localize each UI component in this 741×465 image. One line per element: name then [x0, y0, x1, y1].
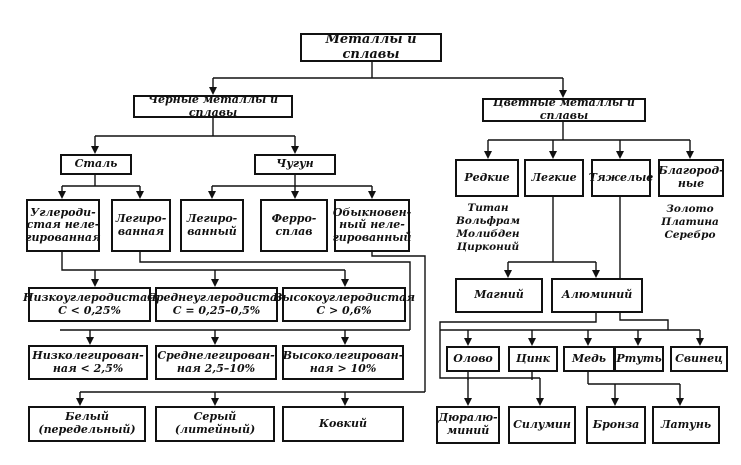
steel-node: Сталь — [60, 154, 132, 175]
noble-metals-list: Золото Платина Серебро — [661, 203, 719, 242]
medium-alloyed-steel-node: Среднелегирован- ная 2,5–10% — [155, 345, 277, 380]
copper-node: Медь — [563, 346, 615, 372]
nonferrous-metals-node: Цветные металлы и сплавы — [482, 97, 646, 122]
white-cast-iron-node: Белый (передельный) — [28, 406, 146, 442]
low-carbon-steel-node: Низкоуглеродистая C < 0,25% — [23, 287, 156, 322]
rare-metals-list: Титан Вольфрам Молибден Цирконий — [455, 202, 521, 254]
light-metals-node: Легкие — [524, 159, 584, 197]
bronze-node: Бронза — [586, 406, 646, 444]
carbon-unalloyed-steel-node: Углероди- стая неле- гированная — [25, 199, 101, 252]
cast-iron-node: Чугун — [254, 154, 336, 175]
ordinary-cast-iron-node: Обыкновен- ный неле- гированный — [333, 199, 411, 252]
silumin-node: Силумин — [508, 406, 576, 444]
rare-metals-node: Редкие — [455, 159, 519, 197]
mercury-node: Ртуть — [614, 346, 664, 372]
high-alloyed-steel-node: Высоколегирован- ная > 10% — [282, 345, 404, 380]
root-metals-and-alloys: Металлы и сплавы — [300, 32, 442, 62]
malleable-cast-iron-node: Ковкий — [282, 406, 404, 442]
duralumin-node: Дюралю- миний — [436, 406, 500, 444]
medium-carbon-steel-node: Среднеуглеродистая C = 0,25–0,5% — [147, 287, 286, 322]
heavy-metals-node: Тяжелые — [589, 159, 653, 197]
ferroalloy-node: Ферро- сплав — [260, 199, 328, 252]
alloyed-steel-node: Легиро- ванная — [111, 199, 171, 252]
lead-node: Свинец — [670, 346, 728, 372]
grey-cast-iron-node: Серый (литейный) — [155, 406, 275, 442]
low-alloyed-steel-node: Низколегирован- ная < 2,5% — [28, 345, 148, 380]
aluminium-node: Алюминий — [551, 278, 643, 313]
zinc-node: Цинк — [508, 346, 558, 372]
brass-node: Латунь — [652, 406, 720, 444]
tin-node: Олово — [446, 346, 500, 372]
alloyed-cast-iron-node: Легиро- ванный — [180, 199, 244, 252]
ferrous-metals-node: Черные металлы и сплавы — [133, 93, 293, 118]
magnesium-node: Магний — [455, 278, 543, 313]
noble-metals-node: Благород- ные — [658, 159, 724, 197]
high-carbon-steel-node: Высокоуглеродистая C > 0,6% — [273, 287, 415, 322]
